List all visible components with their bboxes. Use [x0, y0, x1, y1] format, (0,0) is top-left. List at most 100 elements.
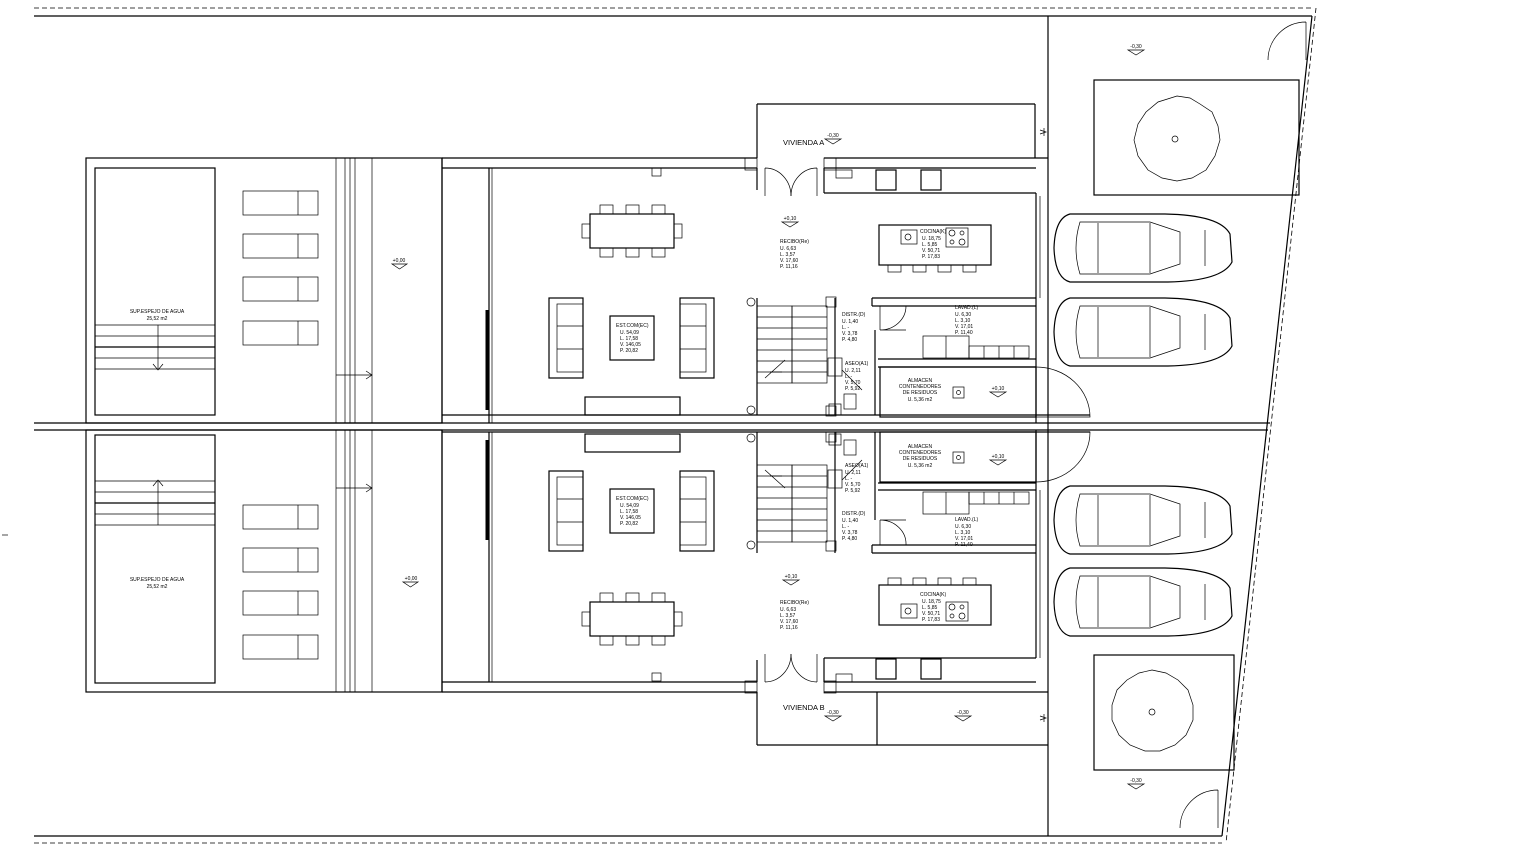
kitchen-name-a: COCINA(K)	[920, 229, 946, 235]
car-icon-4	[1053, 567, 1233, 637]
pool-terrace-a	[85, 157, 443, 424]
level-label: +0,10	[784, 216, 797, 222]
storage-area-b: U. 5,36 m2	[908, 463, 933, 469]
toilet-name-a: ASEO(A1)	[845, 361, 869, 367]
garage	[1039, 79, 1300, 771]
toilet-line: U. 2,11	[845, 368, 861, 374]
house-a-walls	[441, 103, 1091, 423]
living-line: P. 20,82	[620, 521, 638, 527]
pool-title-a: SUP.ESPEJO DE AGUA	[130, 309, 185, 315]
toilet-line: P. 5,92	[845, 386, 860, 392]
distributor-line: P. 4,80	[842, 536, 857, 542]
hall-line: V. 17,60	[780, 619, 798, 625]
kitchen-line: P. 17,83	[922, 254, 940, 260]
storage-line3-b: DE RESIDUOS	[903, 456, 938, 462]
pool-title-b: SUP.ESPEJO DE AGUA	[130, 577, 185, 583]
level-label: +0,00	[405, 576, 418, 582]
living-line: V. 146,05	[620, 515, 641, 521]
level-markers	[780, 49, 1146, 790]
toilet-line: V. 5,70	[845, 380, 861, 386]
furniture-a	[548, 169, 1030, 416]
kitchen-line: L. 5,85	[922, 242, 938, 248]
staircase-a	[746, 296, 837, 417]
laundry-line: P. 11,40	[955, 542, 973, 548]
kitchen-line: L. 5,85	[922, 605, 938, 611]
toilet-name-b: ASEO(A1)	[845, 463, 869, 469]
hall-line: U. 6,63	[780, 607, 796, 613]
level-label: -0,30	[827, 710, 839, 716]
living-line: P. 20,82	[620, 348, 638, 354]
distributor-line: U. 1,40	[842, 518, 858, 524]
staircase-b	[746, 431, 837, 552]
hall-line: L. 3,57	[780, 613, 796, 619]
laundry-line: L. 3,10	[955, 318, 971, 324]
pool-area-a: 25,52 m2	[147, 316, 168, 322]
kitchen-line: P. 17,83	[922, 617, 940, 623]
hall-line: P. 11,16	[780, 625, 798, 631]
laundry-line: V. 17,01	[955, 536, 973, 542]
level-label: +0,00	[393, 258, 406, 264]
toilet-line: L. -	[845, 374, 853, 380]
level-label: +0,10	[785, 574, 798, 580]
distributor-name-b: DISTR.(D)	[842, 511, 866, 517]
level-label: -0,30	[827, 133, 839, 139]
house-b-walls	[441, 430, 1091, 746]
living-line: U. 54,09	[620, 330, 639, 336]
living-name-b: EST.COM(EC)	[616, 496, 649, 502]
kitchen-line: U. 18,75	[922, 236, 941, 242]
gate-arcs	[1179, 21, 1307, 829]
laundry-name-a: LAVAD.(L)	[955, 305, 978, 311]
storage-area-a: U. 5,36 m2	[908, 397, 933, 403]
toilet-line: P. 5,92	[845, 488, 860, 494]
tree-a	[1133, 95, 1221, 182]
hall-line: L. 3,57	[780, 252, 796, 258]
living-line: V. 146,05	[620, 342, 641, 348]
furniture-b	[548, 433, 1030, 683]
laundry-line: V. 17,01	[955, 324, 973, 330]
hall-name-a: RECIBO(Re)	[780, 239, 809, 245]
distributor-name-a: DISTR.(D)	[842, 312, 866, 318]
living-line: U. 54,09	[620, 503, 639, 509]
level-label: -0,30	[957, 710, 969, 716]
hall-line: V. 17,60	[780, 258, 798, 264]
distributor-line: L. -	[842, 524, 850, 530]
plot-boundary	[2, 7, 1317, 844]
entry-door-b	[764, 653, 818, 683]
pool-area-b: 25,52 m2	[147, 584, 168, 590]
distributor-line: L. -	[842, 325, 850, 331]
car-icon-1	[1053, 213, 1233, 283]
pool-terrace-b	[85, 429, 443, 693]
kitchen-line: U. 18,75	[922, 599, 941, 605]
sunbeds-a	[242, 190, 319, 346]
tree-b	[1111, 669, 1194, 752]
level-label: -0,30	[1130, 44, 1142, 50]
house-a-title: VIVIENDA A	[783, 138, 824, 147]
level-label: -0,30	[1130, 778, 1142, 784]
kitchen-name-b: COCINA(K)	[920, 592, 946, 598]
car-icon-2	[1053, 297, 1233, 367]
laundry-name-b: LAVAD.(L)	[955, 517, 978, 523]
distributor-line: U. 1,40	[842, 319, 858, 325]
distributor-line: V. 3,78	[842, 530, 858, 536]
distributor-line: V. 3,78	[842, 331, 858, 337]
storage-line3-a: DE RESIDUOS	[903, 390, 938, 396]
hall-line: P. 11,16	[780, 264, 798, 270]
storage-line2-b: CONTENEDORES	[899, 450, 942, 456]
sunbeds-b	[242, 504, 319, 660]
living-line: L. 17,58	[620, 336, 638, 342]
level-label: +0,10	[992, 386, 1005, 392]
toilet-line: L. -	[845, 476, 853, 482]
level-label: +0,10	[992, 454, 1005, 460]
distributor-line: P. 4,80	[842, 337, 857, 343]
toilet-line: V. 5,70	[845, 482, 861, 488]
living-line: L. 17,58	[620, 509, 638, 515]
laundry-line: U. 6,30	[955, 524, 971, 530]
storage-line2-a: CONTENEDORES	[899, 384, 942, 390]
laundry-line: U. 6,30	[955, 312, 971, 318]
entry-door-a	[764, 167, 818, 197]
hall-line: U. 6,63	[780, 246, 796, 252]
laundry-line: L. 3,10	[955, 530, 971, 536]
storage-line1-a: ALMACEN	[908, 378, 933, 384]
living-name-a: EST.COM(EC)	[616, 323, 649, 329]
